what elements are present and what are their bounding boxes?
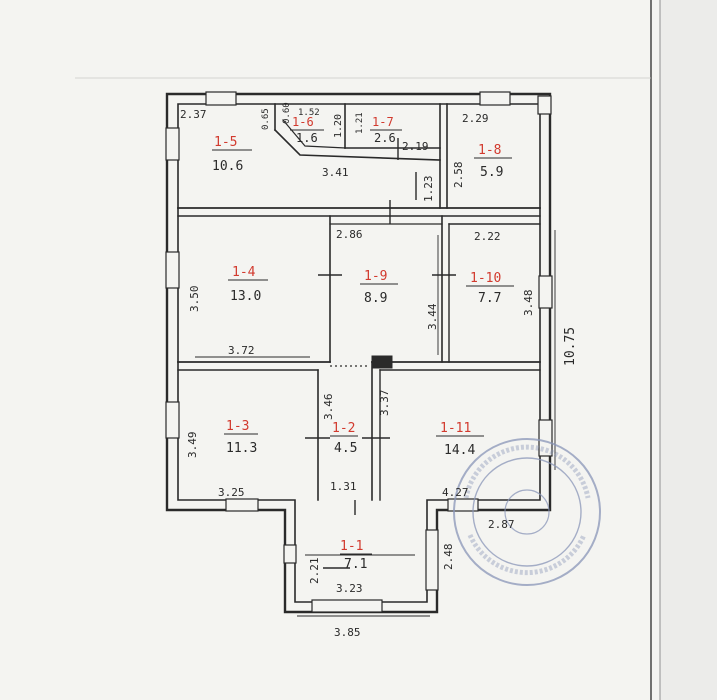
room-id-1-7: 1-7 (372, 115, 394, 129)
shaft-block (371, 355, 393, 369)
window-1-4-left (165, 251, 180, 289)
stamp-inner-ring (472, 457, 582, 567)
room-area-1-7: 2.6 (374, 131, 396, 145)
dim-label: 1.52 (298, 108, 320, 118)
window-1-5-left (165, 127, 180, 161)
room-area-1-1: 7.1 (344, 557, 367, 572)
dim-label: 3.85 (334, 626, 361, 639)
window-1-8-top (479, 91, 511, 106)
window-1-10-topright (537, 95, 552, 115)
dim-label: 3.49 (186, 432, 199, 459)
dimension-guides (195, 230, 556, 617)
dimension-labels: 2.37 0.65 0.60 1.52 1.20 1.21 2.19 3.41 … (180, 102, 578, 639)
room-area-1-3: 11.3 (226, 441, 257, 456)
window-1-1-left (283, 544, 297, 564)
window-1-10-right (538, 275, 553, 309)
dim-label: 2.37 (180, 108, 207, 121)
room-area-1-2: 4.5 (334, 441, 357, 456)
room-id-1-5: 1-5 (214, 135, 237, 150)
room-area-1-5: 10.6 (212, 159, 243, 174)
window-1-3-bottom (225, 498, 259, 512)
walls (165, 92, 552, 614)
dim-label: 3.41 (322, 166, 349, 179)
dim-label: 1.23 (422, 176, 435, 203)
dim-label: 1.20 (333, 114, 344, 138)
room-id-1-9: 1-9 (364, 269, 387, 284)
room-id-1-2: 1-2 (332, 421, 355, 436)
dim-label: 3.25 (218, 486, 245, 499)
room-id-1-4: 1-4 (232, 265, 256, 280)
room-labels: 1-1 7.1 1-2 4.5 1-3 11.3 1-4 13.0 1-5 10… (212, 115, 514, 572)
stamp-center (504, 489, 550, 535)
dim-label: 0.65 (261, 108, 271, 130)
room-id-1-6: 1-6 (292, 115, 314, 129)
dim-label: 2.19 (402, 140, 429, 153)
dim-label: 1.21 (355, 112, 365, 134)
dim-label: 2.86 (336, 228, 363, 241)
window-1-5-top (205, 91, 237, 106)
room-id-1-1: 1-1 (340, 539, 363, 554)
dim-label: 0.60 (282, 102, 292, 124)
stamp-outer-ring (453, 438, 601, 586)
room-id-1-11: 1-11 (440, 421, 471, 436)
dim-label: 2.87 (488, 518, 515, 531)
stamp-lettering-arc-lower (467, 534, 587, 576)
dim-label: 1.31 (330, 480, 357, 493)
room-area-1-9: 8.9 (364, 291, 387, 306)
room-area-1-10: 7.7 (478, 291, 501, 306)
room-id-1-3: 1-3 (226, 419, 249, 434)
outer-wall-inner (177, 103, 541, 603)
room-id-1-8: 1-8 (478, 143, 501, 158)
stamp-lettering-arc (463, 444, 591, 499)
window-1-11-right (538, 419, 553, 457)
room-area-1-11: 14.4 (444, 443, 475, 458)
dim-label: 4.27 (442, 486, 469, 499)
door-ticks (305, 138, 456, 569)
dim-label: 2.29 (462, 112, 489, 125)
window-1-3-left (165, 401, 180, 439)
window-1-1-right (425, 529, 439, 591)
room-area-1-4: 13.0 (230, 289, 261, 304)
dim-label: 2.22 (474, 230, 501, 243)
dim-label: 3.72 (228, 344, 255, 357)
dim-label: 2.58 (452, 162, 465, 189)
dim-label: 3.44 (426, 303, 439, 330)
window-1-1-bottom (311, 599, 383, 613)
official-stamp (453, 438, 601, 586)
overall-height-label: 10.75 (563, 327, 578, 366)
room-area-1-8: 5.9 (480, 165, 503, 180)
wall-1-6-diagonal-b (282, 119, 346, 149)
room-area-1-6: 1.6 (296, 131, 318, 145)
dim-label: 2.21 (308, 558, 321, 585)
dim-label: 2.48 (442, 544, 455, 571)
wall-1-6-diagonal (273, 128, 441, 161)
dim-label: 3.37 (378, 390, 391, 417)
outer-wall-outer (165, 92, 552, 614)
dim-label: 3.46 (322, 394, 335, 421)
dim-label: 3.50 (188, 286, 201, 313)
dim-label: 3.48 (522, 290, 535, 317)
room-id-1-10: 1-10 (470, 271, 501, 286)
dim-label: 3.23 (336, 582, 363, 595)
